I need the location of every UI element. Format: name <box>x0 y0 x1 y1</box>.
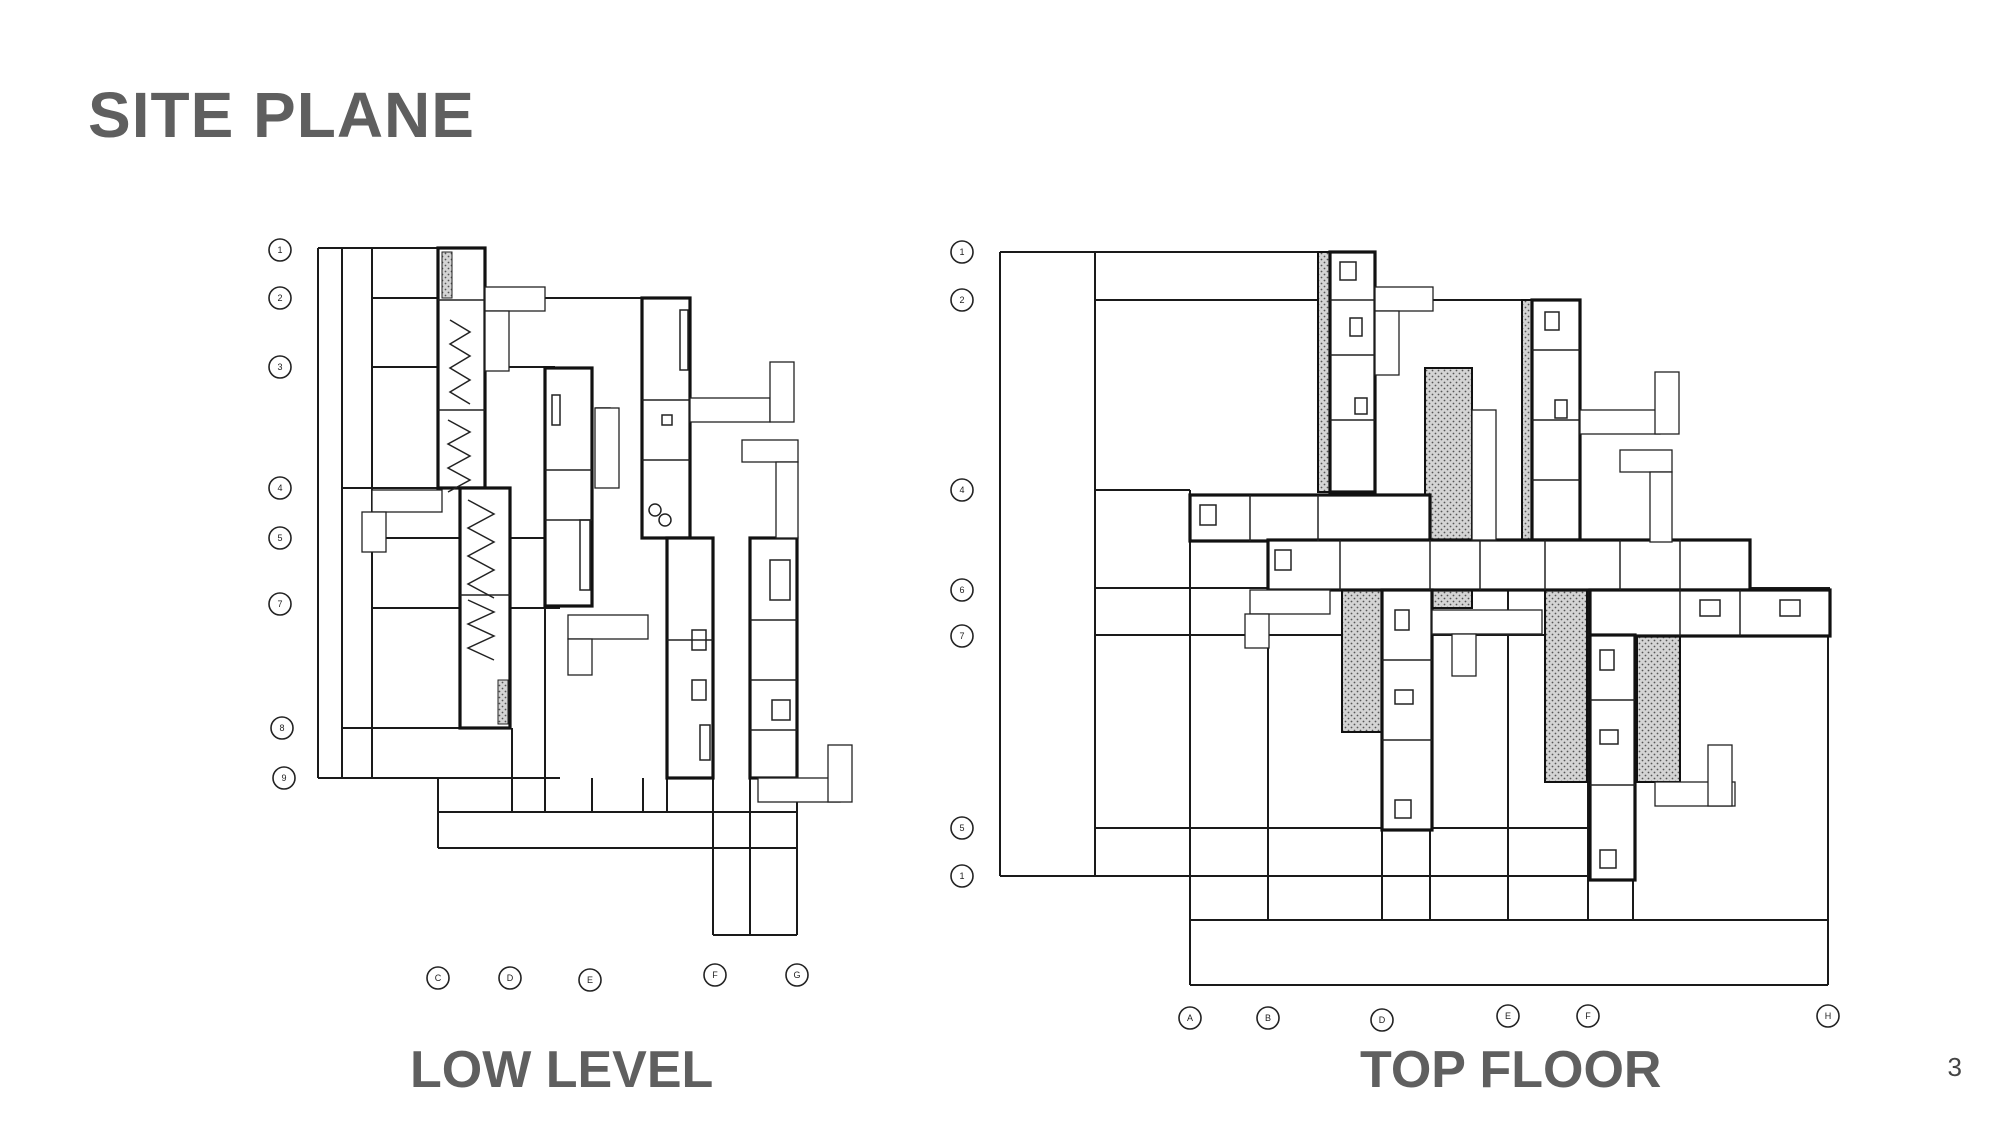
svg-text:D: D <box>1379 1015 1386 1025</box>
top-floor-col-markers: A B D E F H <box>1178 1004 1840 1032</box>
grid-marker: D <box>1370 1008 1394 1032</box>
svg-text:A: A <box>1187 1013 1193 1023</box>
low-level-col-markers: C D E F G <box>426 963 809 992</box>
low-level-stairs <box>361 286 853 803</box>
grid-marker: 7 <box>950 624 974 648</box>
grid-marker: F <box>703 963 727 987</box>
grid-marker: 1 <box>950 864 974 888</box>
grid-marker: H <box>1816 1004 1840 1028</box>
svg-text:G: G <box>793 970 800 980</box>
grid-marker: 5 <box>950 816 974 840</box>
svg-text:4: 4 <box>959 485 964 495</box>
grid-marker: 1 <box>268 238 292 262</box>
svg-text:1: 1 <box>959 871 964 881</box>
svg-text:3: 3 <box>277 362 282 372</box>
svg-text:5: 5 <box>277 533 282 543</box>
svg-text:F: F <box>712 970 718 980</box>
grid-marker: 4 <box>268 476 292 500</box>
svg-text:7: 7 <box>959 631 964 641</box>
top-floor-row-markers: 1 2 4 6 7 5 1 <box>950 240 974 888</box>
svg-text:7: 7 <box>277 599 282 609</box>
grid-marker: B <box>1256 1006 1280 1030</box>
grid-marker: 8 <box>270 716 294 740</box>
grid-marker: E <box>1496 1004 1520 1028</box>
svg-text:6: 6 <box>959 585 964 595</box>
low-level-row-markers: 1 2 3 4 5 7 8 9 <box>268 238 296 790</box>
grid-marker: A <box>1178 1006 1202 1030</box>
grid-marker: 1 <box>950 240 974 264</box>
low-level-buildings <box>436 246 799 780</box>
svg-text:D: D <box>507 973 514 983</box>
grid-marker: 6 <box>950 578 974 602</box>
slide-title: SITE PLANE <box>88 79 475 151</box>
svg-text:E: E <box>587 975 593 985</box>
svg-text:B: B <box>1265 1013 1271 1023</box>
svg-text:C: C <box>435 973 442 983</box>
svg-text:5: 5 <box>959 823 964 833</box>
grid-marker: 4 <box>950 478 974 502</box>
svg-text:1: 1 <box>277 245 282 255</box>
svg-text:2: 2 <box>277 293 282 303</box>
grid-marker: G <box>785 963 809 987</box>
grid-marker: D <box>498 966 522 990</box>
page-number: 3 <box>1947 1052 1962 1082</box>
top-floor-stairs <box>1244 286 1736 807</box>
grid-marker: 9 <box>272 766 296 790</box>
svg-text:E: E <box>1505 1011 1511 1021</box>
svg-text:1: 1 <box>959 247 964 257</box>
grid-marker: E <box>578 968 602 992</box>
grid-marker: 2 <box>268 286 292 310</box>
grid-marker: F <box>1576 1004 1600 1028</box>
grid-marker: C <box>426 966 450 990</box>
svg-text:9: 9 <box>281 773 286 783</box>
grid-marker: 3 <box>268 355 292 379</box>
grid-marker: 5 <box>268 526 292 550</box>
grid-marker: 7 <box>268 592 292 616</box>
svg-text:2: 2 <box>959 295 964 305</box>
svg-text:F: F <box>1585 1011 1591 1021</box>
top-floor-plan: 1 2 4 6 7 5 1 A B D E F H <box>950 240 1840 1032</box>
top-floor-label: TOP FLOOR <box>1360 1041 1662 1099</box>
svg-text:8: 8 <box>279 723 284 733</box>
svg-text:H: H <box>1825 1011 1832 1021</box>
top-floor-buildings <box>1188 250 1832 882</box>
svg-text:4: 4 <box>277 483 282 493</box>
low-level-plan: 1 2 3 4 5 7 8 9 C D E F G <box>268 238 853 992</box>
low-level-label: LOW LEVEL <box>410 1041 714 1099</box>
grid-marker: 2 <box>950 288 974 312</box>
